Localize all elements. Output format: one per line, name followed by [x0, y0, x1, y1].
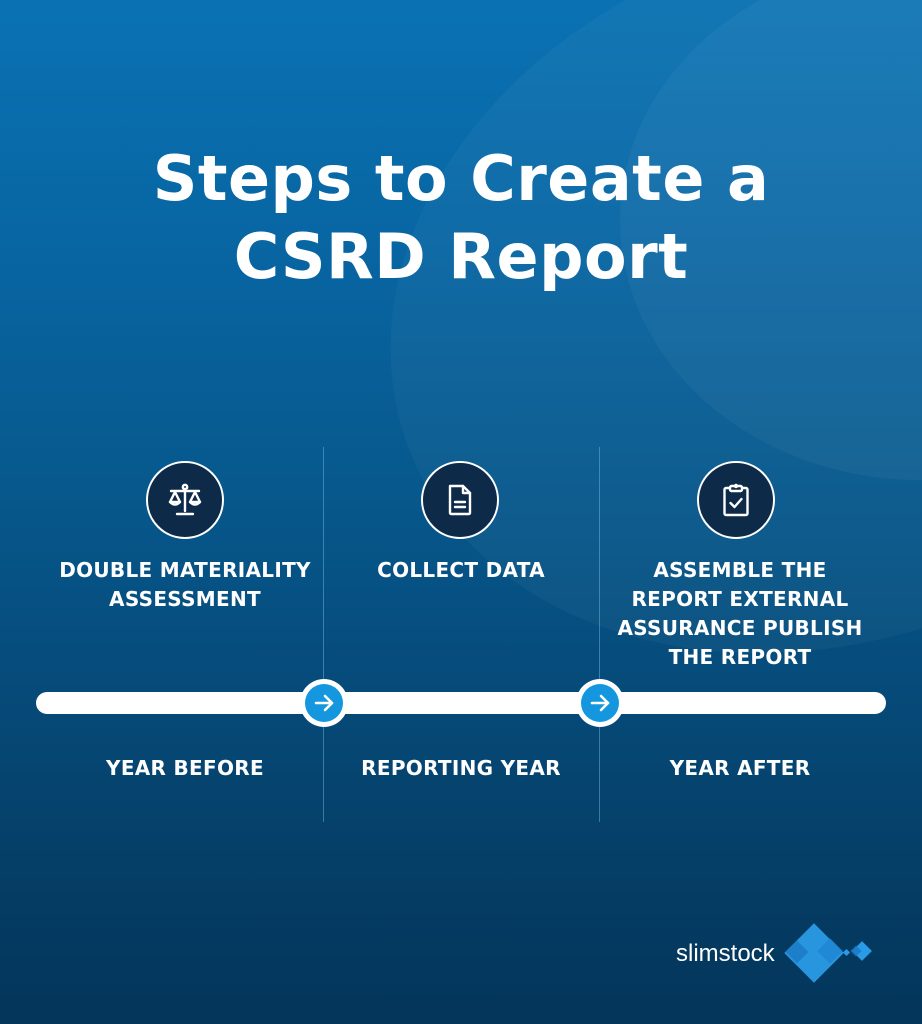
- column-divider: [323, 447, 324, 822]
- period-year-before: YEAR BEFORE: [106, 756, 264, 780]
- logo-text: slimstock: [676, 940, 775, 967]
- step-2-icon-circle: [421, 461, 499, 539]
- arrow-right-icon: [314, 694, 334, 712]
- scale-icon: [168, 483, 202, 516]
- period-year-after: YEAR AFTER: [669, 756, 811, 780]
- slimstock-logo: slimstock: [676, 922, 881, 986]
- step-1-icon-circle: [146, 461, 224, 539]
- timeline-arrow-1: [300, 679, 348, 727]
- clipboard-check-icon: [723, 483, 749, 517]
- timeline-arrow-2: [576, 679, 624, 727]
- page-title: Steps to Create a CSRD Report: [0, 140, 922, 296]
- step-3-icon-circle: [697, 461, 775, 539]
- document-icon: [448, 484, 472, 516]
- step-1-label: DOUBLE MATERIALITY ASSESSMENT: [59, 558, 311, 611]
- title-line-1: Steps to Create a: [152, 142, 770, 215]
- arrow-right-icon: [590, 694, 610, 712]
- logo-diamond-icon: [783, 923, 872, 983]
- title-line-2: CSRD Report: [233, 220, 689, 293]
- period-reporting-year: REPORTING YEAR: [361, 756, 561, 780]
- step-3-label: ASSEMBLE THE REPORT EXTERNAL ASSURANCE P…: [617, 558, 863, 669]
- timeline-track: [36, 692, 886, 714]
- column-divider: [599, 447, 600, 822]
- step-2-label: COLLECT DATA: [377, 558, 545, 582]
